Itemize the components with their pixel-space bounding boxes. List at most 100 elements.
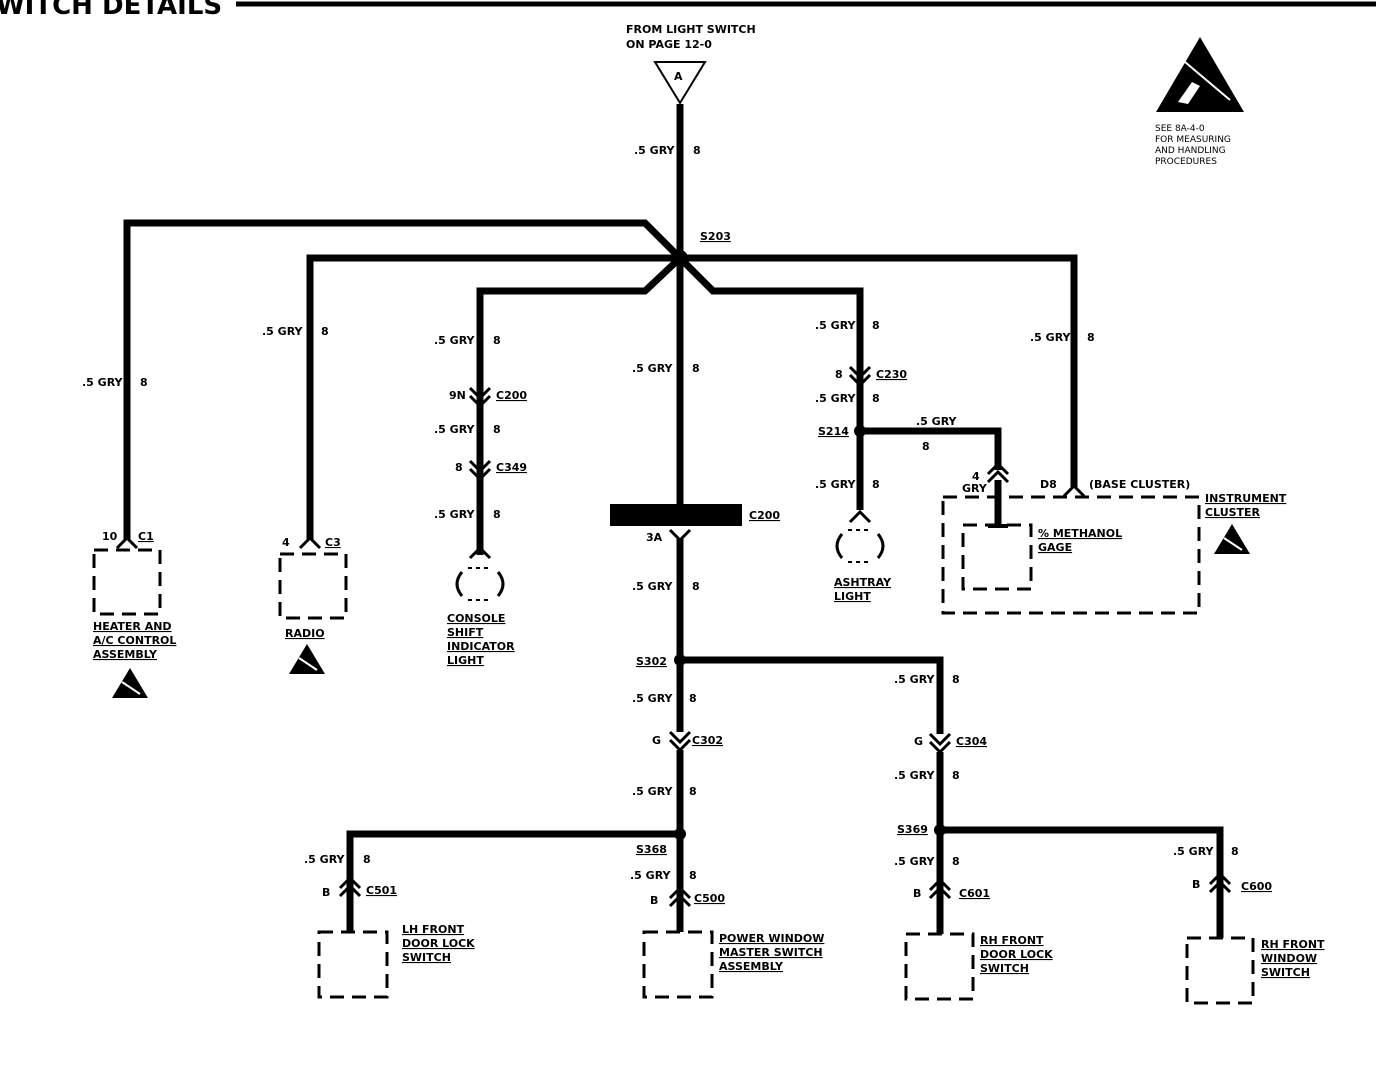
c601-label: C601: [959, 887, 990, 900]
wire-circuit: 8: [693, 144, 701, 157]
esd-note-2: FOR MEASURING: [1155, 135, 1231, 145]
bulb-icon-dash: [468, 567, 492, 601]
wire-label: .5 GRY: [630, 869, 672, 882]
connector-c600-icon-2: [1208, 879, 1232, 894]
rh-door-lock-box: [904, 932, 975, 1001]
rh-window-label-2: WINDOW: [1261, 952, 1317, 965]
connector-c501-icon: [338, 875, 362, 890]
wire-label: .5 GRY: [894, 855, 936, 868]
c500-pin: B: [650, 894, 658, 907]
wire-label: .5 GRY: [434, 508, 476, 521]
c349-label: C349: [496, 461, 527, 474]
console-label-3: INDICATOR: [447, 640, 515, 653]
rh-window-label-1: RH FRONT: [1261, 938, 1325, 951]
bulb-connector-icon: [468, 545, 492, 560]
c349-pin: 8: [455, 461, 463, 474]
esd-warning-icon: [1156, 37, 1244, 112]
wire-circuit: 8: [493, 423, 501, 436]
c200-mid-pin: 3A: [646, 531, 663, 544]
wire-label: .5 GRY: [634, 144, 676, 157]
connector-c501-icon-2: [338, 883, 362, 898]
wire-methanol: [860, 427, 1002, 470]
lh-door-label-2: DOOR LOCK: [402, 937, 475, 950]
pw-master-label-2: MASTER SWITCH: [719, 946, 823, 959]
c230-pin: 8: [835, 368, 843, 381]
connector-c200-icon-2: [468, 394, 492, 409]
cluster-label-2: CLUSTER: [1205, 506, 1261, 519]
wire-circuit: 8: [493, 508, 501, 521]
connector-c601-icon: [928, 877, 952, 892]
ashtray-label-2: LIGHT: [834, 590, 871, 603]
heater-ac-control-box: [92, 548, 162, 616]
console-label-4: LIGHT: [447, 654, 484, 667]
wire-circuit: 8: [689, 692, 697, 705]
esd-icon: [1214, 524, 1250, 554]
gage-pin: 4: [972, 470, 980, 483]
wire-label: .5 GRY: [632, 692, 674, 705]
wire-cluster: [680, 254, 1078, 488]
splice-s368-label: S368: [636, 843, 667, 856]
c200-top-label: C200: [496, 389, 527, 402]
pw-master-switch-box: [642, 930, 714, 999]
wire-label: .5 GRY: [815, 392, 857, 405]
connector-c200-icon: [468, 386, 492, 401]
wire-circuit: 8: [1231, 845, 1239, 858]
c501-label: C501: [366, 884, 397, 897]
c3-label: C3: [325, 536, 341, 549]
cluster-label-1: INSTRUMENT: [1205, 492, 1287, 505]
wire-circuit: 8: [952, 673, 960, 686]
wire-label: .5 GRY: [632, 580, 674, 593]
radio-box: [278, 552, 348, 620]
wire-circuit: 8: [321, 325, 329, 338]
pw-master-label-3: ASSEMBLY: [719, 960, 784, 973]
page-title: WITCH DETAILS: [0, 0, 222, 21]
source-line1: FROM LIGHT SWITCH: [626, 23, 756, 36]
c1-label: C1: [138, 530, 154, 543]
esd-icon: [289, 644, 325, 674]
source-connector-triangle: [653, 61, 707, 105]
rh-door-label-1: RH FRONT: [980, 934, 1044, 947]
c501-pin: B: [322, 886, 330, 899]
c230-label: C230: [876, 368, 907, 381]
connector-c600-icon: [1208, 871, 1232, 886]
wire-circuit: 8: [952, 855, 960, 868]
esd-icon: [112, 668, 148, 698]
wire-label: .5 GRY: [632, 785, 674, 798]
console-label-2: SHIFT: [447, 626, 484, 639]
wire-circuit: 8: [872, 478, 880, 491]
connector-c3-icon: [298, 535, 322, 550]
methanol-gage-box: [961, 523, 1033, 591]
wire-label: .5 GRY: [894, 769, 936, 782]
wire-label: .5 GRY: [304, 853, 346, 866]
source-connector-label: A: [674, 70, 683, 83]
wire-label: .5 GRY: [1030, 331, 1072, 344]
splice-s203-label: S203: [700, 230, 731, 243]
wire-label: .5 GRY: [1173, 845, 1215, 858]
lh-door-lock-box: [317, 930, 389, 999]
wire-label: .5 GRY: [434, 423, 476, 436]
wire-label: .5 GRY: [262, 325, 304, 338]
wire-circuit: 8: [692, 580, 700, 593]
gage-wire: GRY: [962, 482, 988, 495]
wire-circuit: 8: [140, 376, 148, 389]
wire-label: .5 GRY: [916, 415, 958, 428]
wire-console: [476, 255, 683, 555]
wire-label: .5 GRY: [82, 376, 124, 389]
wire-label: .5 GRY: [434, 334, 476, 347]
wire-circuit: 8: [493, 334, 501, 347]
c304-pin: G: [914, 735, 923, 748]
rh-window-label-3: SWITCH: [1261, 966, 1310, 979]
connector-c230-icon: [848, 365, 872, 380]
instrument-cluster-box: [941, 495, 1201, 615]
connector-c349-icon-2: [468, 467, 492, 482]
methanol-label-1: % METHANOL: [1038, 527, 1122, 540]
wire-circuit: 8: [872, 392, 880, 405]
heater-label-3: ASSEMBLY: [93, 648, 158, 661]
radio-label: RADIO: [285, 627, 325, 640]
wire-right-lower: [680, 656, 944, 734]
rh-window-switch-box: [1185, 936, 1255, 1005]
connector-c304-icon: [928, 732, 952, 747]
connector-c500-icon: [668, 885, 692, 900]
wire-label: .5 GRY: [894, 673, 936, 686]
